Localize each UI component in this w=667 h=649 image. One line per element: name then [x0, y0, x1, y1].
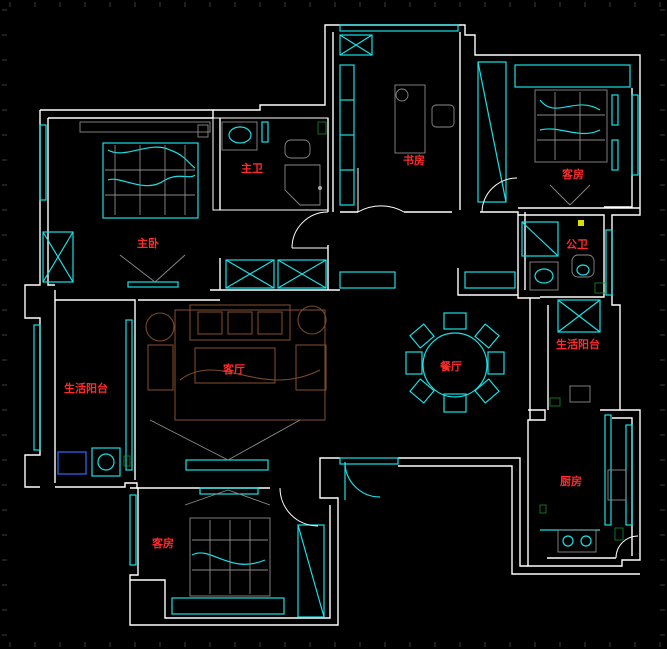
room-label-master-bath: 主卫 [241, 161, 263, 175]
room-label-master-bedroom: 主卧 [137, 236, 159, 250]
study-furniture [339, 34, 455, 213]
room-label-guest-room-sw: 客房 [151, 536, 174, 550]
kitchen-fixtures [539, 469, 639, 559]
room-label-kitchen: 厨房 [560, 474, 582, 488]
living-room-furniture [145, 304, 327, 471]
east-balcony-fixtures [549, 299, 601, 407]
west-balcony-fixtures [57, 447, 131, 477]
room-label-guest-room-ne: 客房 [561, 167, 584, 181]
public-bath-fixtures [521, 220, 606, 294]
entry-door [339, 457, 399, 500]
master-bedroom-furniture [42, 121, 329, 288]
master-bath-fixtures [221, 121, 327, 206]
room-label-balcony-west: 生活阳台 [64, 381, 108, 395]
dining-furniture [405, 312, 505, 413]
sw-guest-room-furniture [171, 487, 325, 618]
room-label-living-room: 客厅 [222, 362, 245, 376]
inner-walls [54, 117, 640, 489]
wardrobe-strip [225, 259, 516, 289]
room-labels: 主卧 主卫 书房 客房 公卫 客厅 餐厅 生活阳台 生活阳台 客房 厨房 [64, 153, 600, 550]
room-label-dining-room: 餐厅 [439, 359, 462, 373]
room-label-balcony-east: 生活阳台 [556, 337, 600, 351]
ne-guest-room-furniture [477, 61, 631, 213]
room-label-public-bath: 公卫 [566, 238, 588, 251]
room-label-study: 书房 [403, 153, 425, 167]
